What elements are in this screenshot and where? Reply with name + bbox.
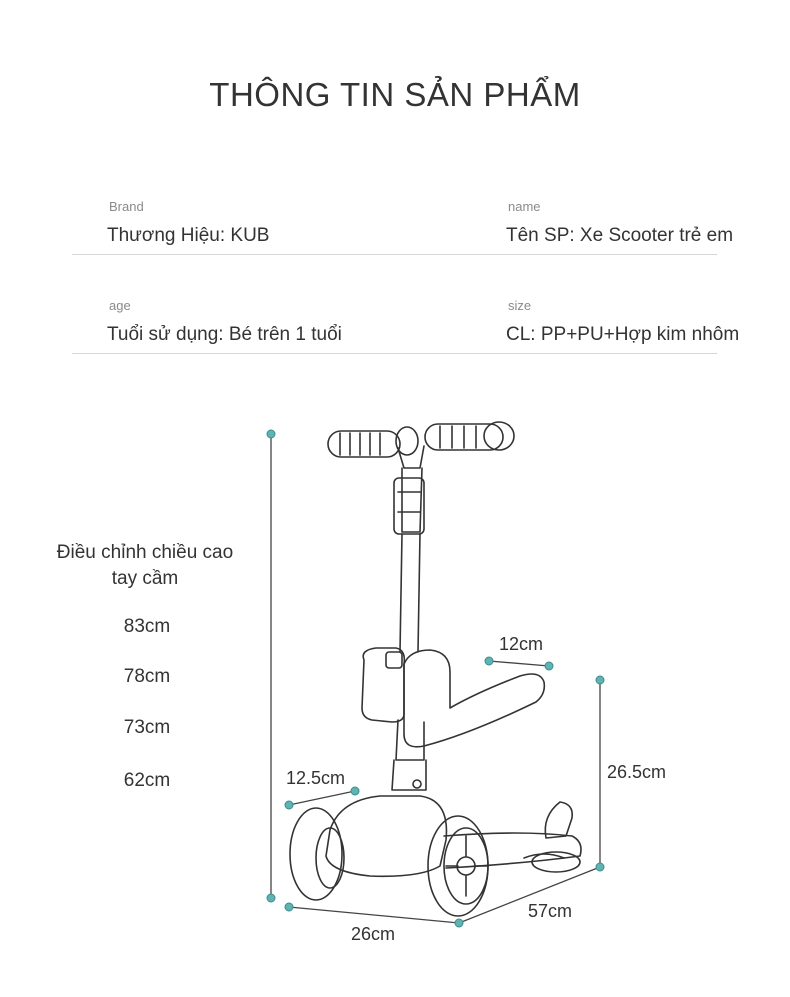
- dimension-seat-width: 12cm: [499, 634, 544, 654]
- spec-value: CL: PP+PU+Hợp kim nhôm: [506, 324, 740, 345]
- height-option: 73cm: [123, 717, 171, 738]
- height-adjust-heading: Điều chỉnh chiều cao tay cầm: [20, 540, 270, 592]
- spec-label: size: [508, 298, 532, 313]
- dimension-marker-dot: [544, 661, 554, 671]
- spec-value: Tên SP: Xe Scooter trẻ em: [506, 225, 734, 246]
- dimension-marker-dot: [454, 918, 464, 928]
- front-left-wheel: [289, 807, 345, 901]
- spec-label: name: [508, 199, 541, 214]
- dimension-marker-dot: [266, 893, 276, 903]
- dimension-marker-dot: [595, 675, 605, 685]
- front-right-wheel: [427, 815, 489, 917]
- dimension-marker-dots: [266, 429, 605, 928]
- rear-wheel: [531, 851, 581, 873]
- spec-label: Brand: [109, 199, 144, 214]
- dimension-marker-dot: [595, 862, 605, 872]
- dimension-wheelbase-width: 26cm: [351, 924, 396, 944]
- page-title: THÔNG TIN SẢN PHẨM: [209, 76, 581, 113]
- dimension-marker-dot: [266, 429, 276, 439]
- lower-column: [391, 719, 427, 791]
- height-adjust-heading-line1: Điều chỉnh chiều cao: [56, 542, 234, 563]
- dimension-front-width: 12.5cm: [286, 768, 346, 788]
- spec-label: age: [109, 298, 131, 313]
- height-option: 83cm: [123, 616, 171, 637]
- handlebar: [327, 421, 515, 469]
- dimension-marker-dot: [284, 902, 294, 912]
- divider: [72, 254, 717, 255]
- stem: [393, 467, 425, 653]
- height-option: 78cm: [123, 666, 171, 687]
- dimension-marker-dot: [484, 656, 494, 666]
- deck: [325, 795, 582, 878]
- dimension-length: 57cm: [528, 901, 573, 921]
- dimension-lines: [270, 433, 601, 924]
- spec-value: Thương Hiệu: KUB: [107, 225, 270, 246]
- seat: [361, 647, 546, 748]
- dimension-marker-dot: [284, 800, 294, 810]
- divider: [72, 353, 717, 354]
- height-adjust-heading-line2: tay cầm: [111, 568, 179, 589]
- dimension-seat-height: 26.5cm: [607, 762, 667, 782]
- dimension-marker-dot: [350, 786, 360, 796]
- height-option: 62cm: [123, 770, 171, 791]
- spec-value: Tuổi sử dụng: Bé trên 1 tuổi: [107, 324, 342, 345]
